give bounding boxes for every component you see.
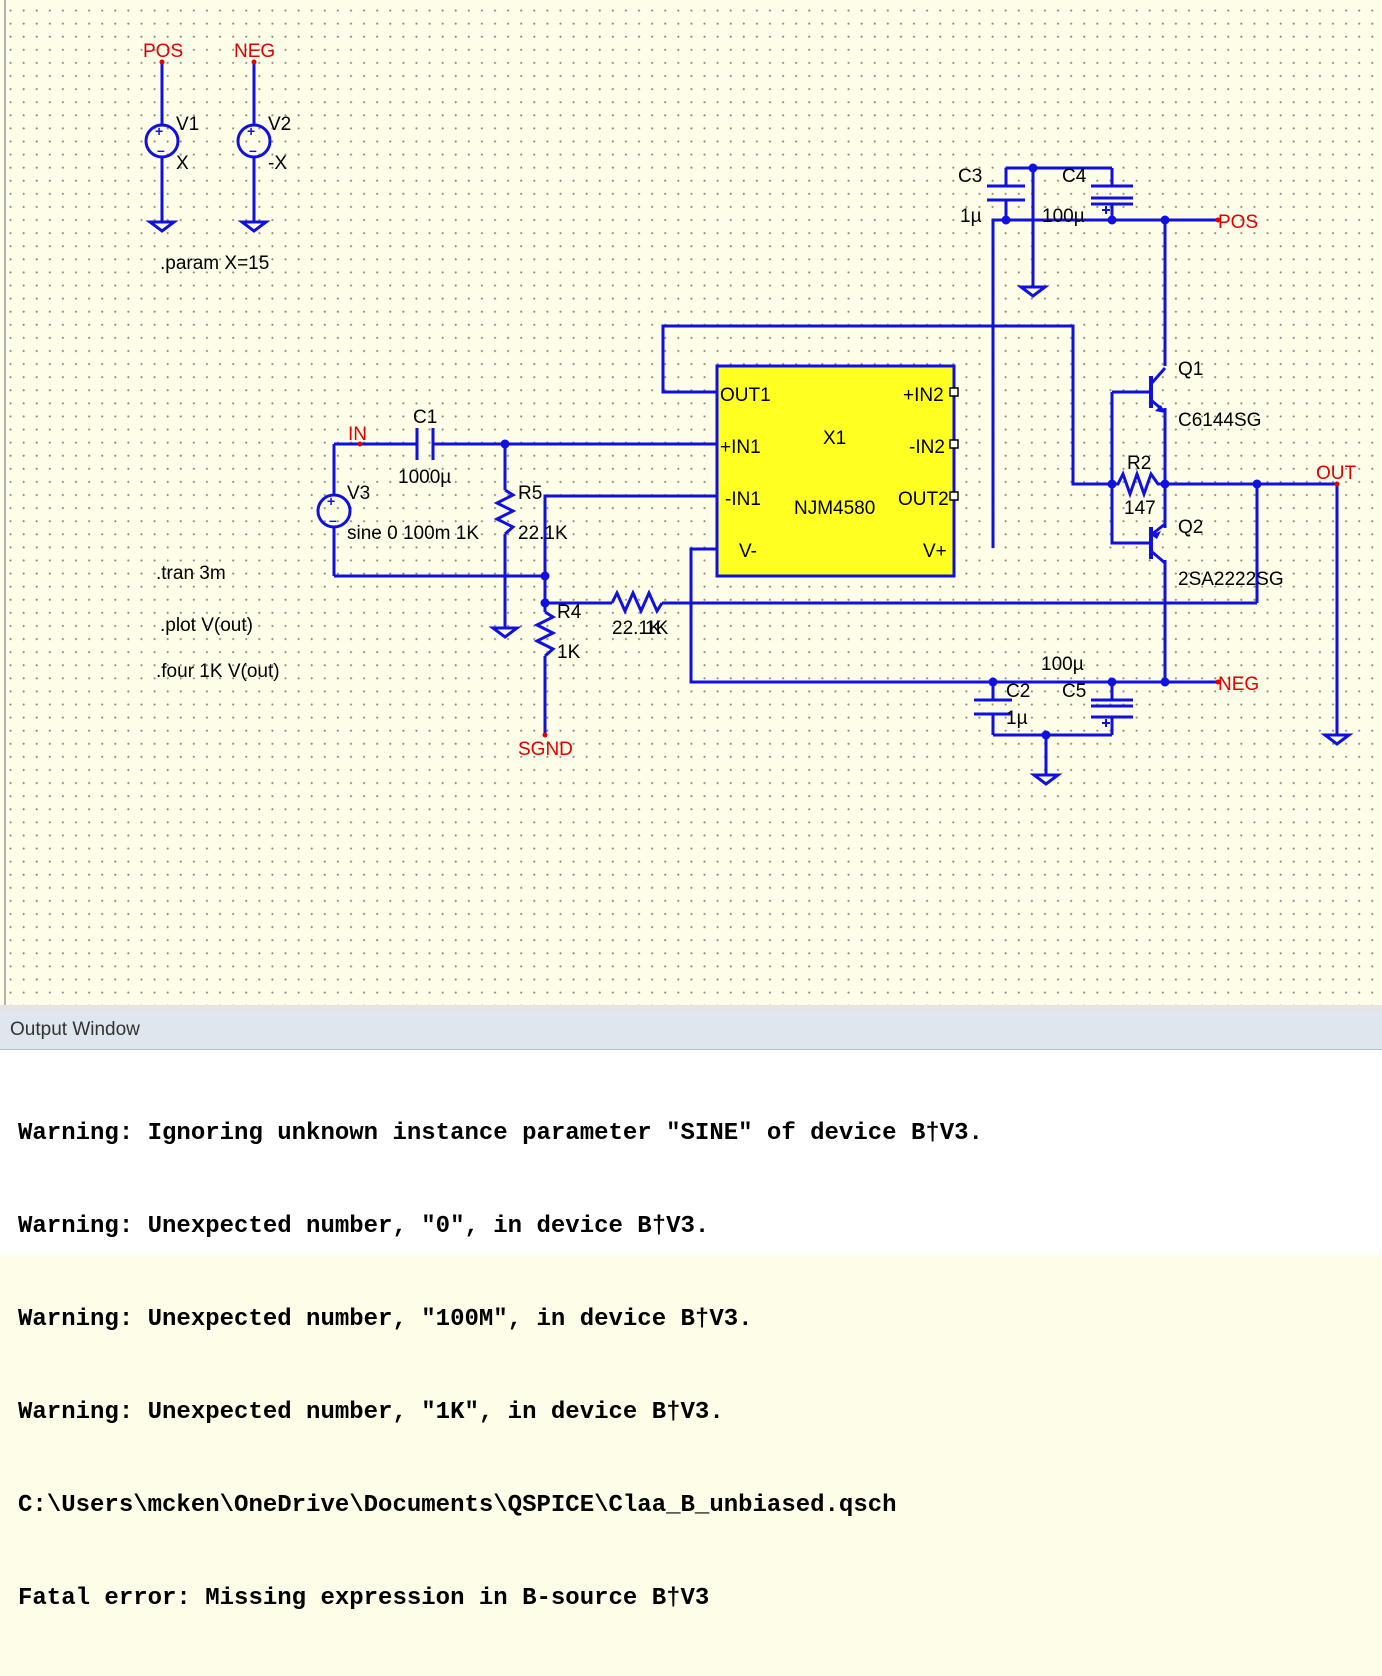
net-label-pos-right[interactable]: POS [1218,212,1258,233]
v1-value[interactable]: X [176,153,189,174]
q1-name[interactable]: Q1 [1178,359,1203,380]
c5-value[interactable]: 100µ [1041,654,1084,675]
output-window[interactable]: Output Window Warning: Ignoring unknown … [0,1005,1382,1612]
q1-value[interactable]: C6144SG [1178,410,1261,431]
c1-value[interactable]: 1000µ [398,467,451,488]
log-line: C:\Users\mcken\OneDrive\Documents\QSPICE… [18,1492,897,1519]
q2-value[interactable]: 2SA2222SG [1178,569,1284,590]
x1-pin-out2: OUT2 [898,489,949,510]
r2-name[interactable]: R2 [1127,453,1151,474]
log-line: Warning: Ignoring unknown instance param… [18,1120,983,1147]
resistor-r2[interactable] [1112,469,1165,499]
log-line: Warning: Unexpected number, "0", in devi… [18,1213,710,1240]
r4-value[interactable]: 1K [557,642,581,663]
v3-name[interactable]: V3 [347,483,370,504]
svg-text:+: + [247,123,255,139]
junctions [357,163,1340,740]
directive-plot[interactable]: .plot V(out) [160,615,253,636]
capacitor-c1[interactable] [415,428,435,460]
net-label-pos[interactable]: POS [143,41,183,62]
log-line: Warning: Unexpected number, "100M", in d… [18,1306,753,1333]
resistor-feedback[interactable] [610,589,664,615]
r5-value[interactable]: 22.1K [518,523,568,544]
svg-text:+: + [155,123,163,139]
x1-value[interactable]: NJM4580 [794,498,875,519]
net-label-out[interactable]: OUT [1316,463,1357,484]
v2-value[interactable]: -X [268,153,287,174]
output-window-title: Output Window [0,1011,1382,1050]
x1-pin-vneg: V- [739,541,757,562]
capacitor-c5[interactable] [1091,698,1133,727]
ground-symbols[interactable] [488,285,1354,786]
r5-name[interactable]: R5 [518,483,542,504]
transistor-q2[interactable] [1149,522,1166,565]
net-label-neg-right[interactable]: NEG [1218,674,1259,695]
c4-value[interactable]: 100µ [1042,206,1085,227]
log-line: Fatal error: Missing expression in B-sou… [18,1585,710,1612]
resistor-r4[interactable] [533,610,557,658]
x1-name[interactable]: X1 [823,428,846,449]
directive-four[interactable]: .four 1K V(out) [156,661,280,682]
c2-value[interactable]: 1µ [1006,708,1028,729]
c3-name[interactable]: C3 [958,166,982,187]
svg-text:–: – [249,142,257,158]
source-v2[interactable]: + – [236,59,272,233]
c4-name[interactable]: C4 [1062,166,1087,187]
r-feedback-value-b[interactable]: 1K [645,618,669,639]
resistor-r5[interactable] [493,488,517,536]
svg-text:–: – [157,142,165,158]
directive-param[interactable]: .param X=15 [160,253,269,274]
c1-name[interactable]: C1 [413,407,437,428]
net-label-sgnd[interactable]: SGND [518,739,573,760]
v2-name[interactable]: V2 [268,114,291,135]
q2-name[interactable]: Q2 [1178,517,1203,538]
v1-name[interactable]: V1 [176,114,199,135]
log-line: Warning: Unexpected number, "1K", in dev… [18,1399,724,1426]
c2-name[interactable]: C2 [1006,681,1030,702]
output-log[interactable]: Warning: Ignoring unknown instance param… [0,1050,1382,1676]
x1-pin-in2p: +IN2 [903,385,944,406]
r2-value[interactable]: 147 [1124,498,1156,519]
x1-pin-vpos: V+ [923,541,947,562]
schematic-drawing[interactable]: + – + – POS NEG V1 X V2 -X .param X=15 .… [0,0,1382,1005]
c5-name[interactable]: C5 [1062,681,1086,702]
x1-pin-in1p: +IN1 [720,437,761,458]
transistor-q1[interactable] [1149,367,1167,414]
v3-value[interactable]: sine 0 100m 1K [347,523,479,544]
svg-text:+: + [327,493,335,509]
schematic-canvas[interactable]: + – + – POS NEG V1 X V2 -X .param X=15 .… [0,0,1382,1005]
source-v3[interactable]: + – [316,493,352,529]
capacitor-c2[interactable] [974,698,1012,716]
source-v1[interactable]: + – [144,59,180,233]
opamp-x1[interactable] [715,364,959,578]
x1-pin-in2n: -IN2 [909,437,945,458]
svg-text:–: – [329,512,337,528]
capacitor-c3[interactable] [987,184,1025,202]
directive-tran[interactable]: .tran 3m [156,563,226,584]
net-label-in[interactable]: IN [348,424,367,445]
net-label-neg[interactable]: NEG [234,41,275,62]
r4-name[interactable]: R4 [557,602,582,623]
x1-pin-in1n: -IN1 [725,489,761,510]
c3-value[interactable]: 1µ [960,206,982,227]
r-feedback-value-a[interactable]: 22.1K [612,618,662,639]
capacitor-c4[interactable] [1091,184,1133,214]
x1-pin-out1: OUT1 [720,385,771,406]
